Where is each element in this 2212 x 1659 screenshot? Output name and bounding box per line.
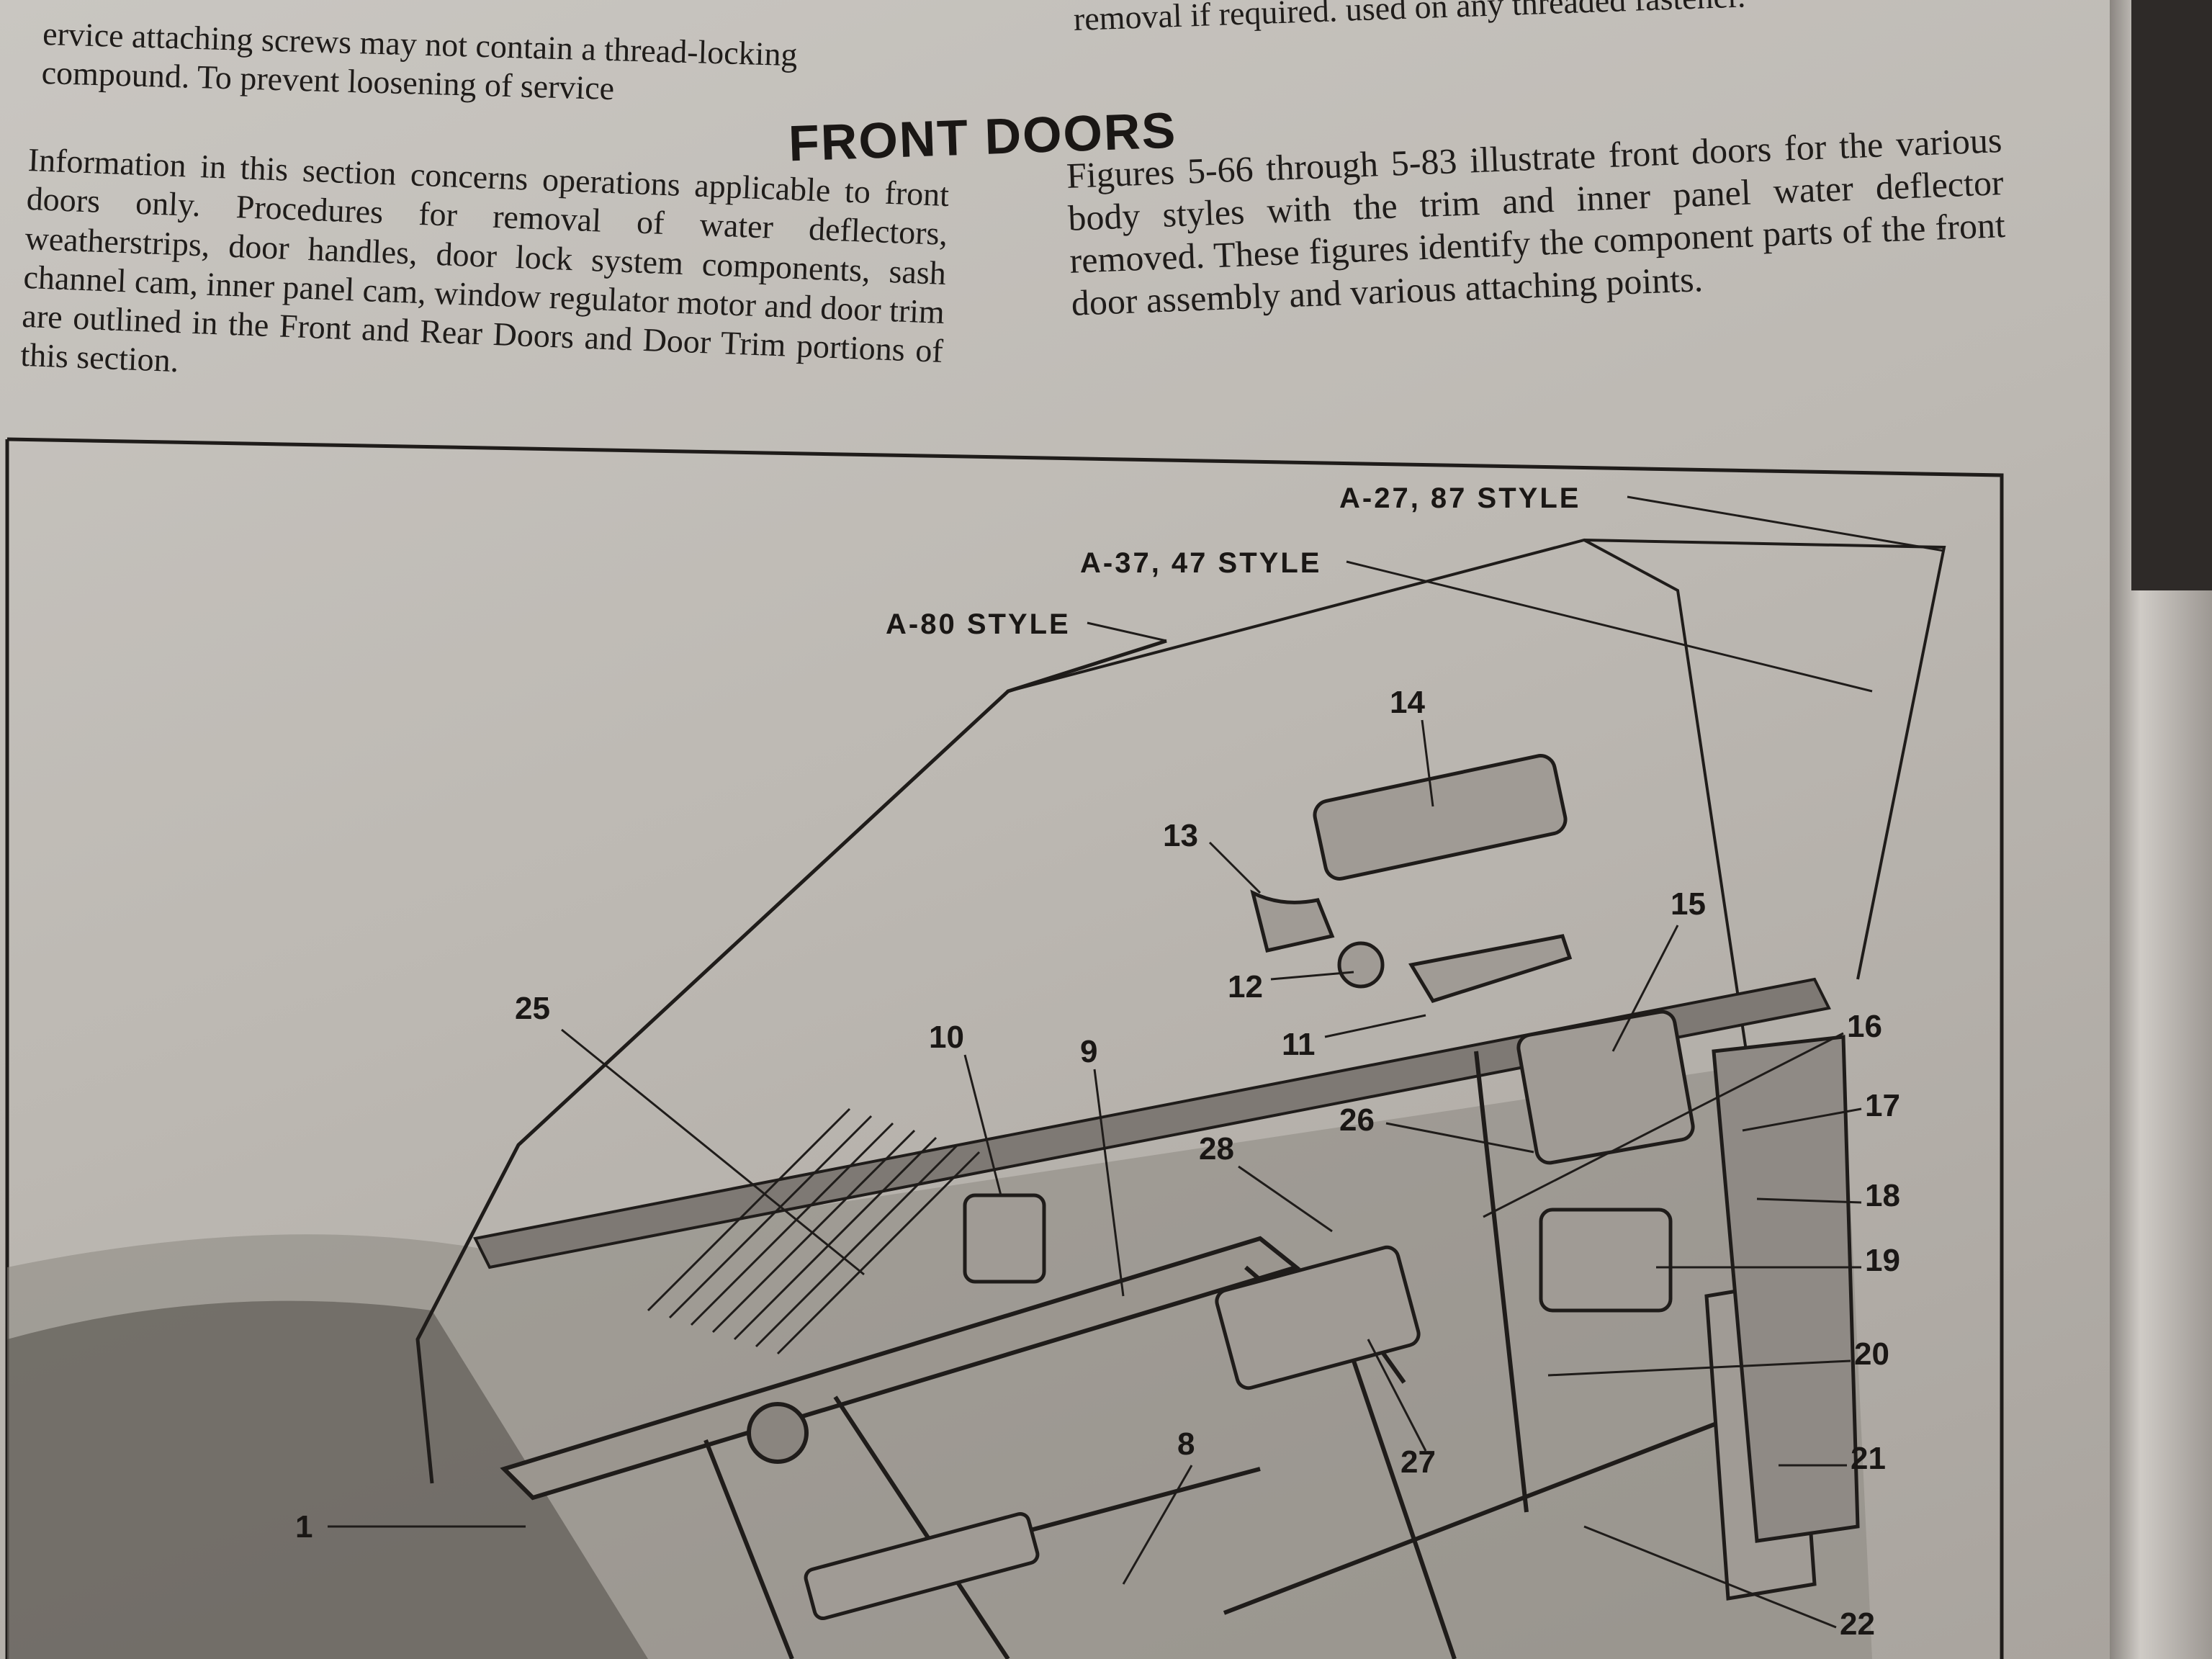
callout-26: 26 xyxy=(1339,1102,1375,1138)
right-paragraph: Figures 5-66 through 5-83 illustrate fro… xyxy=(1066,120,2006,323)
callout-13: 13 xyxy=(1163,818,1198,853)
front-door-diagram: A-27, 87 STYLE A-37, 47 STYLE A-80 STYLE… xyxy=(5,437,2004,1659)
callout-9: 9 xyxy=(1080,1034,1097,1069)
style-label-a37: A-37, 47 STYLE xyxy=(1080,547,1321,579)
glass-outline-a27 xyxy=(1583,539,1946,980)
door-inner-dark xyxy=(7,1300,648,1659)
door-lock-parts xyxy=(804,754,1860,1621)
dark-background-corner xyxy=(2131,0,2212,590)
callout-14: 14 xyxy=(1390,685,1425,720)
callout-22: 22 xyxy=(1840,1606,1875,1642)
callout-11: 11 xyxy=(1282,1027,1316,1062)
callout-15: 15 xyxy=(1671,886,1706,922)
style-label-a27: A-27, 87 STYLE xyxy=(1339,482,1581,514)
glass-outline-a80 xyxy=(415,639,1167,1484)
callout-leaders xyxy=(328,719,1862,1629)
glass-outline-a37 xyxy=(1007,538,1758,1124)
callout-19: 19 xyxy=(1865,1243,1900,1278)
callout-1: 1 xyxy=(295,1509,313,1545)
callout-20: 20 xyxy=(1854,1336,1889,1372)
figure-frame xyxy=(6,437,2004,1659)
callout-27: 27 xyxy=(1401,1444,1436,1480)
callout-18: 18 xyxy=(1865,1178,1900,1213)
left-paragraph: Information in this section concerns ope… xyxy=(19,140,950,379)
callout-12: 12 xyxy=(1228,969,1263,1004)
style-leaders xyxy=(1087,495,1945,693)
callout-28: 28 xyxy=(1199,1131,1234,1166)
callout-17: 17 xyxy=(1865,1088,1900,1123)
callouts: 14 13 15 12 11 25 10 9 16 17 26 28 18 19… xyxy=(295,685,1900,1642)
callout-16: 16 xyxy=(1847,1009,1882,1044)
belt-rail xyxy=(473,977,1831,1269)
hatch-lines xyxy=(647,1107,981,1355)
callout-25: 25 xyxy=(515,991,550,1026)
style-label-a80: A-80 STYLE xyxy=(886,608,1071,640)
callout-10: 10 xyxy=(929,1020,964,1055)
callout-8: 8 xyxy=(1177,1426,1195,1462)
callout-21: 21 xyxy=(1851,1441,1886,1476)
